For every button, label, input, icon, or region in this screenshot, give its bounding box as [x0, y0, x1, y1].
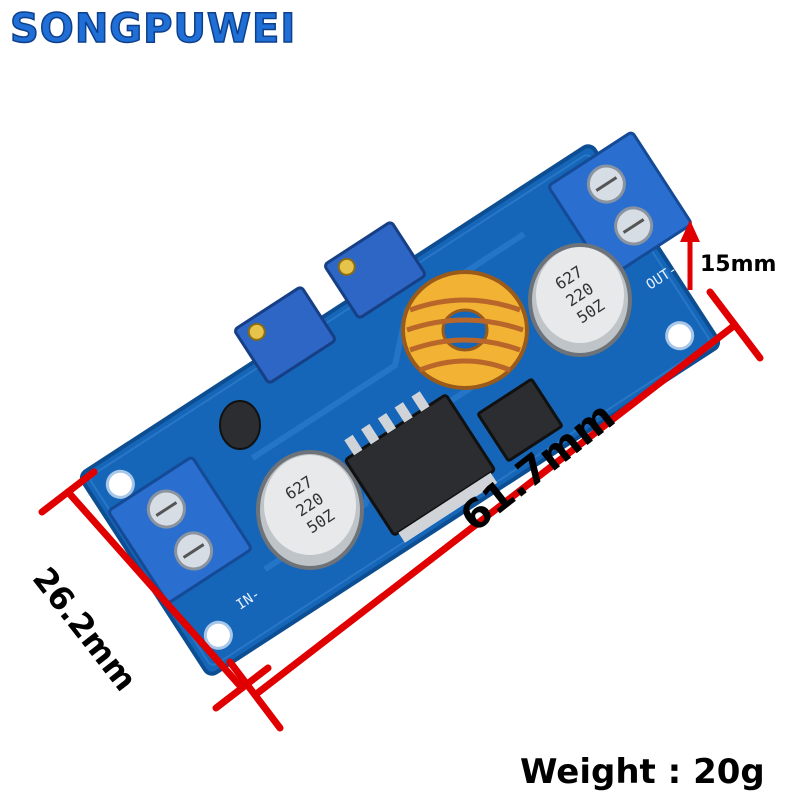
diode-ic	[477, 378, 563, 462]
capacitor-right: 627 220 50Z	[528, 243, 632, 357]
input-terminal-block	[108, 456, 252, 604]
potentiometer-2	[324, 221, 426, 319]
toroid-inductor	[401, 270, 529, 390]
potentiometer-1	[234, 286, 336, 384]
weight-label: Weight : 20g	[520, 752, 765, 792]
regulator-ic	[344, 391, 498, 543]
brand-logo: SONGPUWEI	[9, 5, 297, 53]
length-dimension-line	[226, 288, 764, 732]
width-dimension-line	[38, 468, 272, 712]
capacitor-left: 627 220 50Z	[256, 450, 364, 570]
height-label: 15mm	[700, 252, 777, 277]
height-arrow	[680, 220, 700, 290]
transistor	[219, 400, 261, 450]
output-terminal-block	[548, 131, 692, 279]
